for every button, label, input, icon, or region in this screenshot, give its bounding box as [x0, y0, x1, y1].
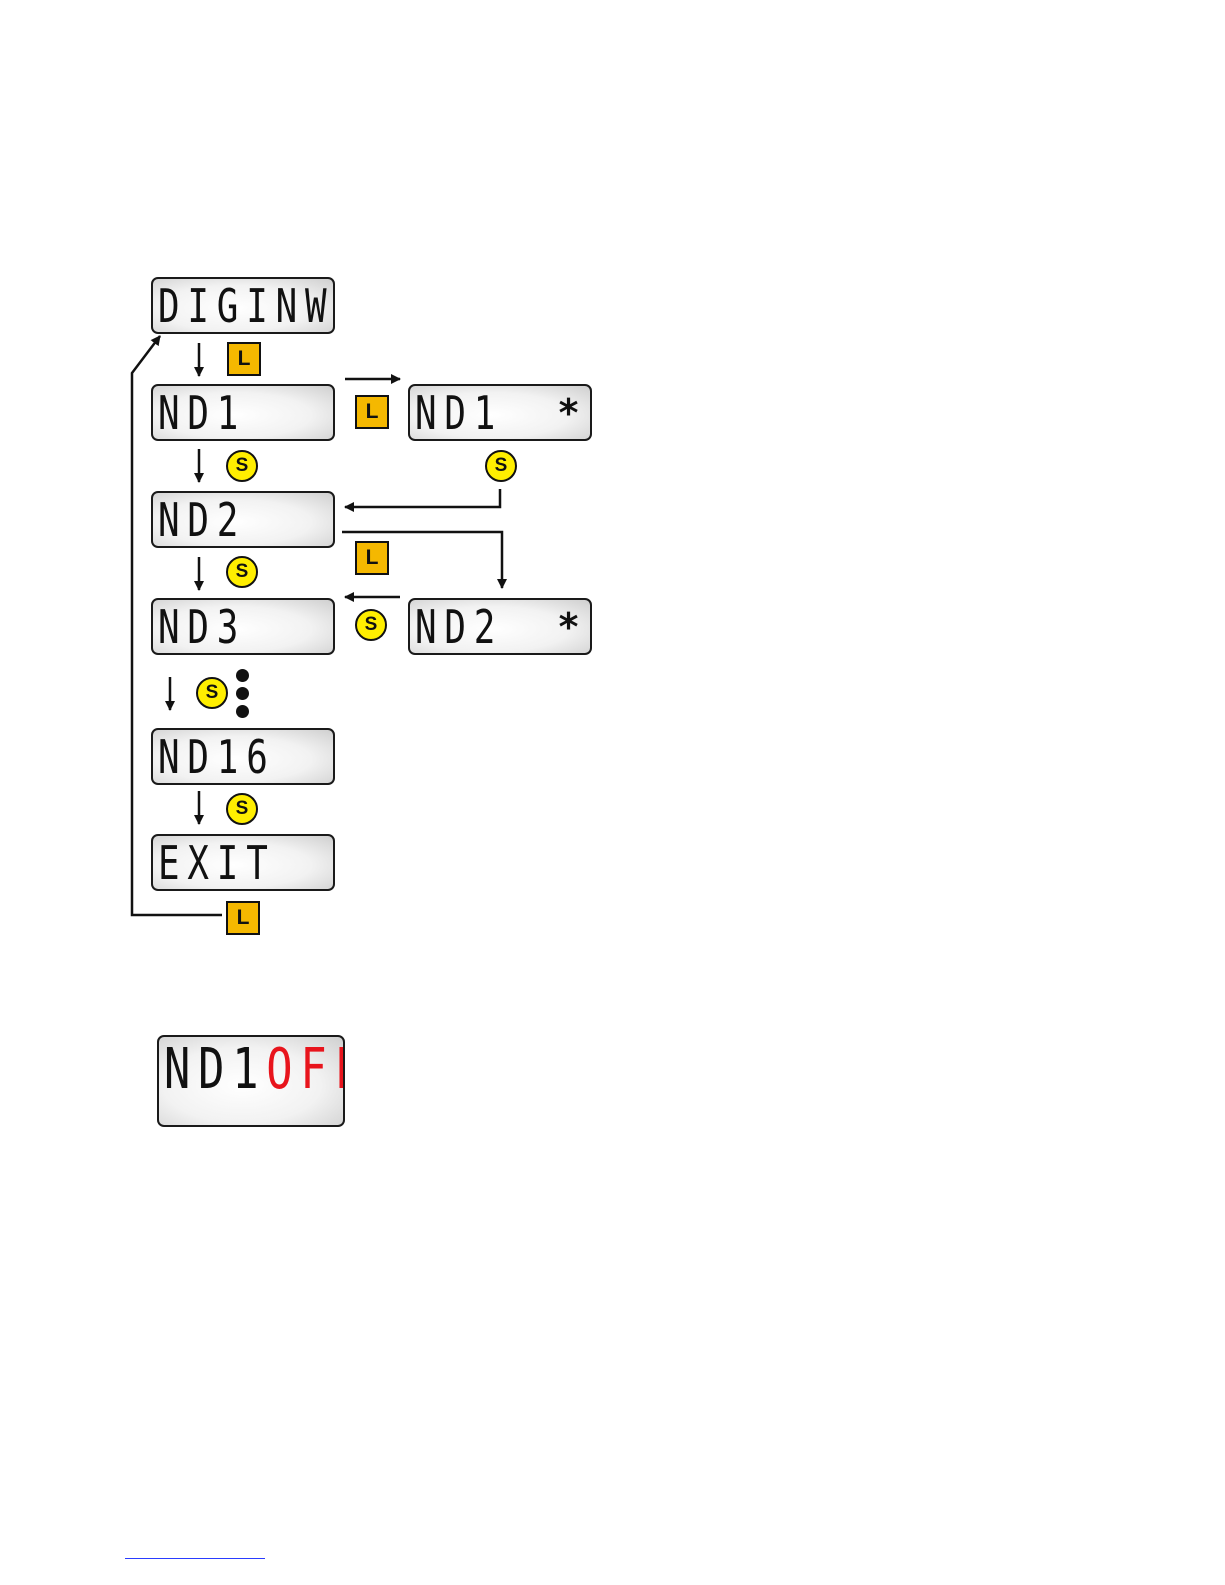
short-press-button-icon: S	[355, 609, 387, 641]
short-press-button-icon: S	[226, 793, 258, 825]
lcd-nd1-selected-text: ND1	[415, 390, 503, 436]
lcd-exit-text: EXIT	[158, 840, 276, 886]
lcd-nd2: ND2	[151, 491, 335, 548]
lcd-nd3-text: ND3	[158, 604, 246, 650]
lcd-nd2-selected-text: ND2	[415, 604, 503, 650]
lcd-nd3: ND3	[151, 598, 335, 655]
lcd-status-line: ND1OFF	[164, 1042, 345, 1098]
lcd-nd2-selected: ND2 *	[408, 598, 592, 655]
lcd-diginw-text: DIGINW	[158, 283, 334, 329]
short-press-button-icon: S	[226, 450, 258, 482]
lcd-status-state: OFF	[266, 1037, 345, 1102]
lcd-nd2-text: ND2	[158, 497, 246, 543]
lcd-nd16-text: ND16	[158, 734, 276, 780]
long-press-button-icon: L	[355, 395, 389, 429]
lcd-diginw: DIGINW	[151, 277, 335, 334]
footer-link-underline[interactable]	[125, 1558, 265, 1559]
long-press-button-icon: L	[355, 541, 389, 575]
lcd-nd1-selected: ND1 *	[408, 384, 592, 441]
short-press-button-icon: S	[226, 556, 258, 588]
lcd-nd1-text: ND1	[158, 390, 246, 436]
short-press-button-icon: S	[485, 450, 517, 482]
ellipsis-dot-icon	[236, 669, 249, 682]
short-press-button-icon: S	[196, 677, 228, 709]
lcd-exit: EXIT	[151, 834, 335, 891]
ellipsis-dot-icon	[236, 705, 249, 718]
long-press-button-icon: L	[227, 342, 261, 376]
lcd-status-channel: ND1	[164, 1037, 266, 1102]
arrow-nd1-selected-to-nd2	[345, 489, 500, 507]
lcd-nd1: ND1	[151, 384, 335, 441]
long-press-button-icon: L	[226, 901, 260, 935]
ellipsis-dot-icon	[236, 687, 249, 700]
lcd-status-display: ND1OFF	[157, 1035, 345, 1127]
lcd-nd16: ND16	[151, 728, 335, 785]
selected-marker-icon: *	[557, 608, 580, 646]
selected-marker-icon: *	[557, 394, 580, 432]
